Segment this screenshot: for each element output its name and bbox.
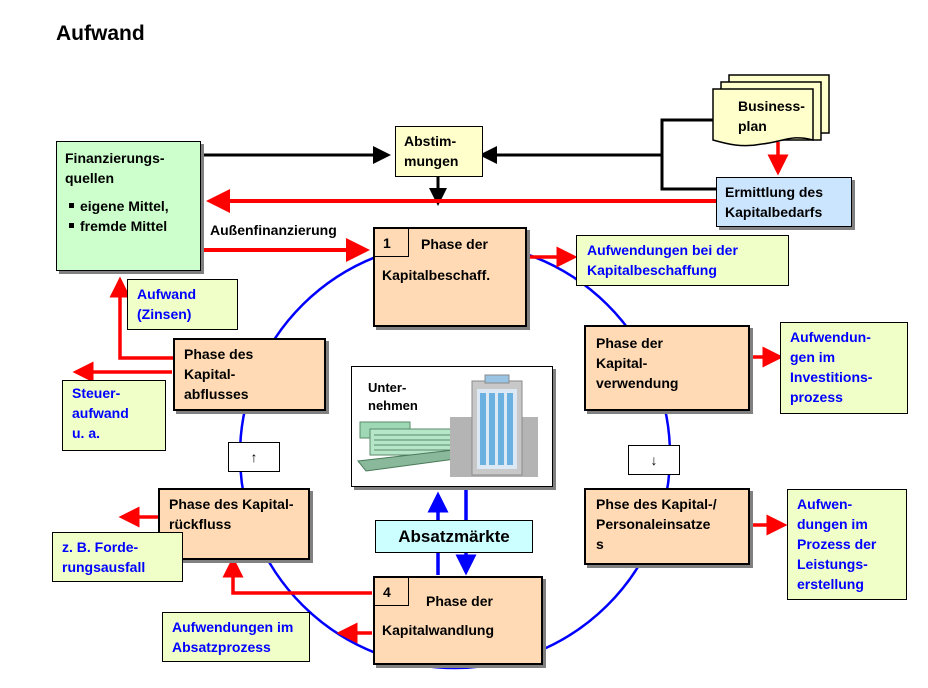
company-buildings-icon	[357, 374, 538, 477]
aussenfinanzierung-label: Außenfinanzierung	[210, 222, 337, 238]
arrow-up-icon: ↑	[250, 449, 258, 465]
phase-title-2: Kapitalwandlung	[382, 622, 494, 638]
phase-line: s	[596, 536, 604, 552]
unternehmen-line: Unter-	[368, 380, 407, 395]
phase-number: 1	[375, 229, 409, 257]
note-line: gen im	[790, 349, 836, 365]
phase-title: Phase der	[426, 593, 493, 609]
phase-kapitalverwendung: Phase der Kapital- verwendung	[584, 325, 750, 411]
businessplan-line: Business-	[738, 98, 805, 114]
phase-line: verwendung	[596, 375, 679, 391]
cycle-direction-up: ↑	[228, 442, 280, 472]
note-line: Investitions-	[790, 369, 873, 385]
bullet-text: fremde Mittel	[80, 218, 168, 234]
bullet-item: eigene Mittel,	[65, 196, 192, 216]
financing-sources-box: Finanzierungs- quellen eigene Mittel, fr…	[56, 141, 201, 271]
note-line: (Zinsen)	[137, 306, 192, 322]
note-leistung: Aufwen- dungen im Prozess der Leistungs-…	[787, 489, 907, 600]
note-line: Aufwen-	[797, 496, 853, 512]
note-line: Aufwendungen bei der	[587, 242, 738, 258]
note-line: u. a.	[72, 425, 101, 441]
phase-line: Kapital-	[596, 355, 648, 371]
note-investition: Aufwendun- gen im Investitions- prozess	[780, 322, 908, 414]
note-beschaffung: Aufwendungen bei der Kapitalbeschaffung	[576, 235, 789, 286]
note-line: Steuer-	[72, 385, 121, 401]
phase-number: 4	[375, 578, 409, 606]
note-line: Prozess der	[797, 536, 877, 552]
note-line: Aufwand	[137, 286, 197, 302]
phase-title: Phase der	[421, 236, 488, 252]
abstimmungen-line: mungen	[404, 153, 459, 169]
note-line: erstellung	[797, 576, 864, 592]
phase-line: abflusses	[184, 386, 249, 402]
note-line: z. B. Forde-	[62, 539, 139, 555]
phase-line: Phase des	[184, 346, 254, 362]
note-line: Leistungs-	[797, 556, 868, 572]
businessplan-line: plan	[738, 118, 767, 134]
note-line: Aufwendungen im	[172, 619, 294, 635]
note-line: Kapitalbeschaffung	[587, 262, 717, 278]
phase-kapitalabfluss: Phase des Kapital- abflusses	[173, 338, 326, 411]
absatzmaerkte-box: Absatzmärkte	[375, 520, 533, 553]
phase-line: Phase des Kapital-	[169, 496, 294, 512]
phase-kapitalrueckfluss: Phase des Kapital- rückfluss	[158, 488, 310, 560]
note-forderung: z. B. Forde- rungsausfall	[52, 532, 183, 582]
kapitalbedarf-line: Kapitalbedarfs	[725, 204, 823, 220]
note-line: Aufwendun-	[790, 329, 871, 345]
bullet-item: fremde Mittel	[65, 216, 192, 236]
note-line: rungsausfall	[62, 559, 146, 575]
financing-sources-heading: Finanzierungs-	[65, 150, 165, 166]
note-line: prozess	[790, 389, 843, 405]
kapitalbedarf-line: Ermittlung des	[725, 184, 824, 200]
bracket-line	[660, 118, 716, 191]
phase-kapitalwandlung: 4 Phase der Kapitalwandlung	[373, 576, 543, 665]
phase-line: rückfluss	[169, 516, 232, 532]
phase-line: Kapital-	[184, 366, 236, 382]
note-line: dungen im	[797, 516, 868, 532]
unternehmen-box: Unter- nehmen	[351, 366, 553, 487]
square-bullet-icon	[69, 203, 74, 209]
phase-kapitaleinsatz: Phse des Kapital-/ Personaleinsatze s	[584, 488, 750, 565]
note-line: aufwand	[72, 405, 129, 421]
cycle-direction-down: ↓	[628, 445, 680, 475]
note-absatz: Aufwendungen im Absatzprozess	[162, 612, 310, 662]
unternehmen-line: nehmen	[368, 398, 418, 413]
kapitalbedarf-box: Ermittlung des Kapitalbedarfs	[716, 177, 852, 227]
note-line: Absatzprozess	[172, 639, 271, 655]
businessplan-document-icon	[712, 74, 830, 147]
bullet-text: eigene Mittel,	[80, 198, 169, 214]
note-zinsen: Aufwand (Zinsen)	[127, 279, 238, 330]
phase-title-2: Kapitalbeschaff.	[382, 267, 491, 283]
abstimmungen-line: Abstim-	[404, 133, 457, 149]
unternehmen-label: Unter- nehmen	[368, 379, 418, 415]
phase-kapitalbeschaffung: 1 Phase der Kapitalbeschaff.	[373, 227, 527, 327]
phase-line: Phase der	[596, 335, 663, 351]
financing-sources-heading-2: quellen	[65, 170, 115, 186]
businessplan-label: Business- plan	[738, 96, 818, 136]
absatzmaerkte-label: Absatzmärkte	[398, 527, 510, 546]
note-steuer: Steuer- aufwand u. a.	[62, 380, 166, 451]
square-bullet-icon	[69, 223, 74, 229]
abstimmungen-box: Abstim- mungen	[395, 126, 483, 177]
phase-line: Personaleinsatze	[596, 516, 711, 532]
arrow-abfluss-to-quellen	[109, 276, 174, 360]
arrow-down-icon: ↓	[650, 452, 658, 468]
arrow-wandlung-to-rueckfluss	[222, 556, 372, 595]
page-title: Aufwand	[56, 22, 145, 45]
phase-line: Phse des Kapital-/	[596, 496, 717, 512]
